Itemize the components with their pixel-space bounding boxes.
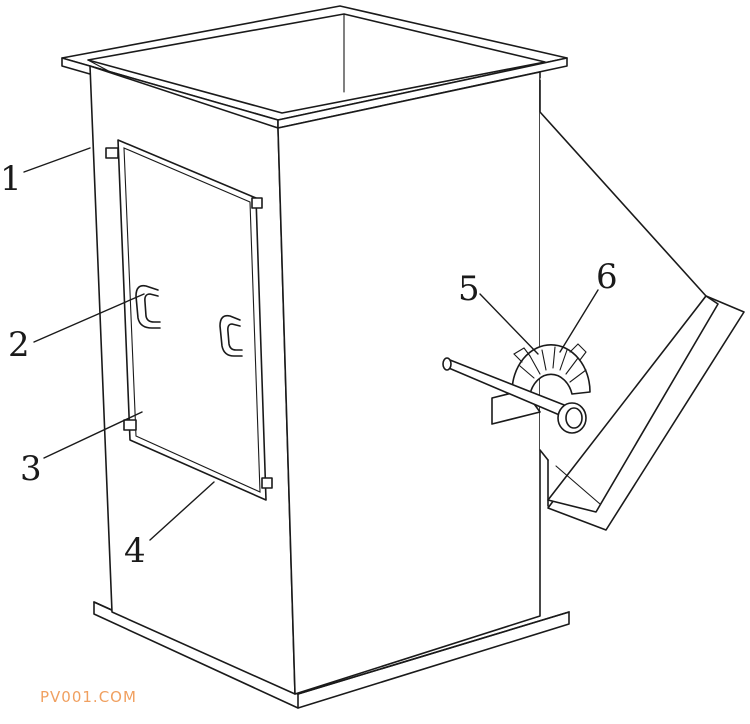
leader-4 (149, 481, 215, 541)
leader-6 (559, 289, 599, 353)
callout-3: 3 (20, 449, 42, 489)
door-clip-top-left (105, 147, 119, 159)
callout-6: 6 (596, 257, 618, 297)
leader-1 (23, 147, 91, 173)
door-handle-right (219, 314, 243, 357)
gear-segment (511, 343, 591, 395)
door-clip-bottom-left (123, 419, 137, 431)
box-right-face (277, 71, 541, 695)
door-clip-top-right (251, 197, 263, 209)
door-handle-left (135, 284, 161, 329)
callout-4: 4 (124, 531, 146, 571)
crank-rod (442, 357, 587, 434)
discharge-chute (539, 78, 745, 531)
leader-2 (33, 293, 145, 343)
inspection-door (105, 139, 273, 501)
callout-2: 2 (8, 325, 30, 365)
leader-5 (479, 293, 539, 355)
callout-labels: 1 2 3 4 5 6 (0, 159, 618, 571)
callout-5: 5 (458, 269, 480, 309)
leader-lines (23, 147, 599, 541)
callout-1: 1 (0, 159, 22, 199)
watermark-text: PV001.COM (40, 688, 137, 706)
leader-3 (43, 411, 143, 459)
door-clip-bottom-right (261, 477, 273, 489)
